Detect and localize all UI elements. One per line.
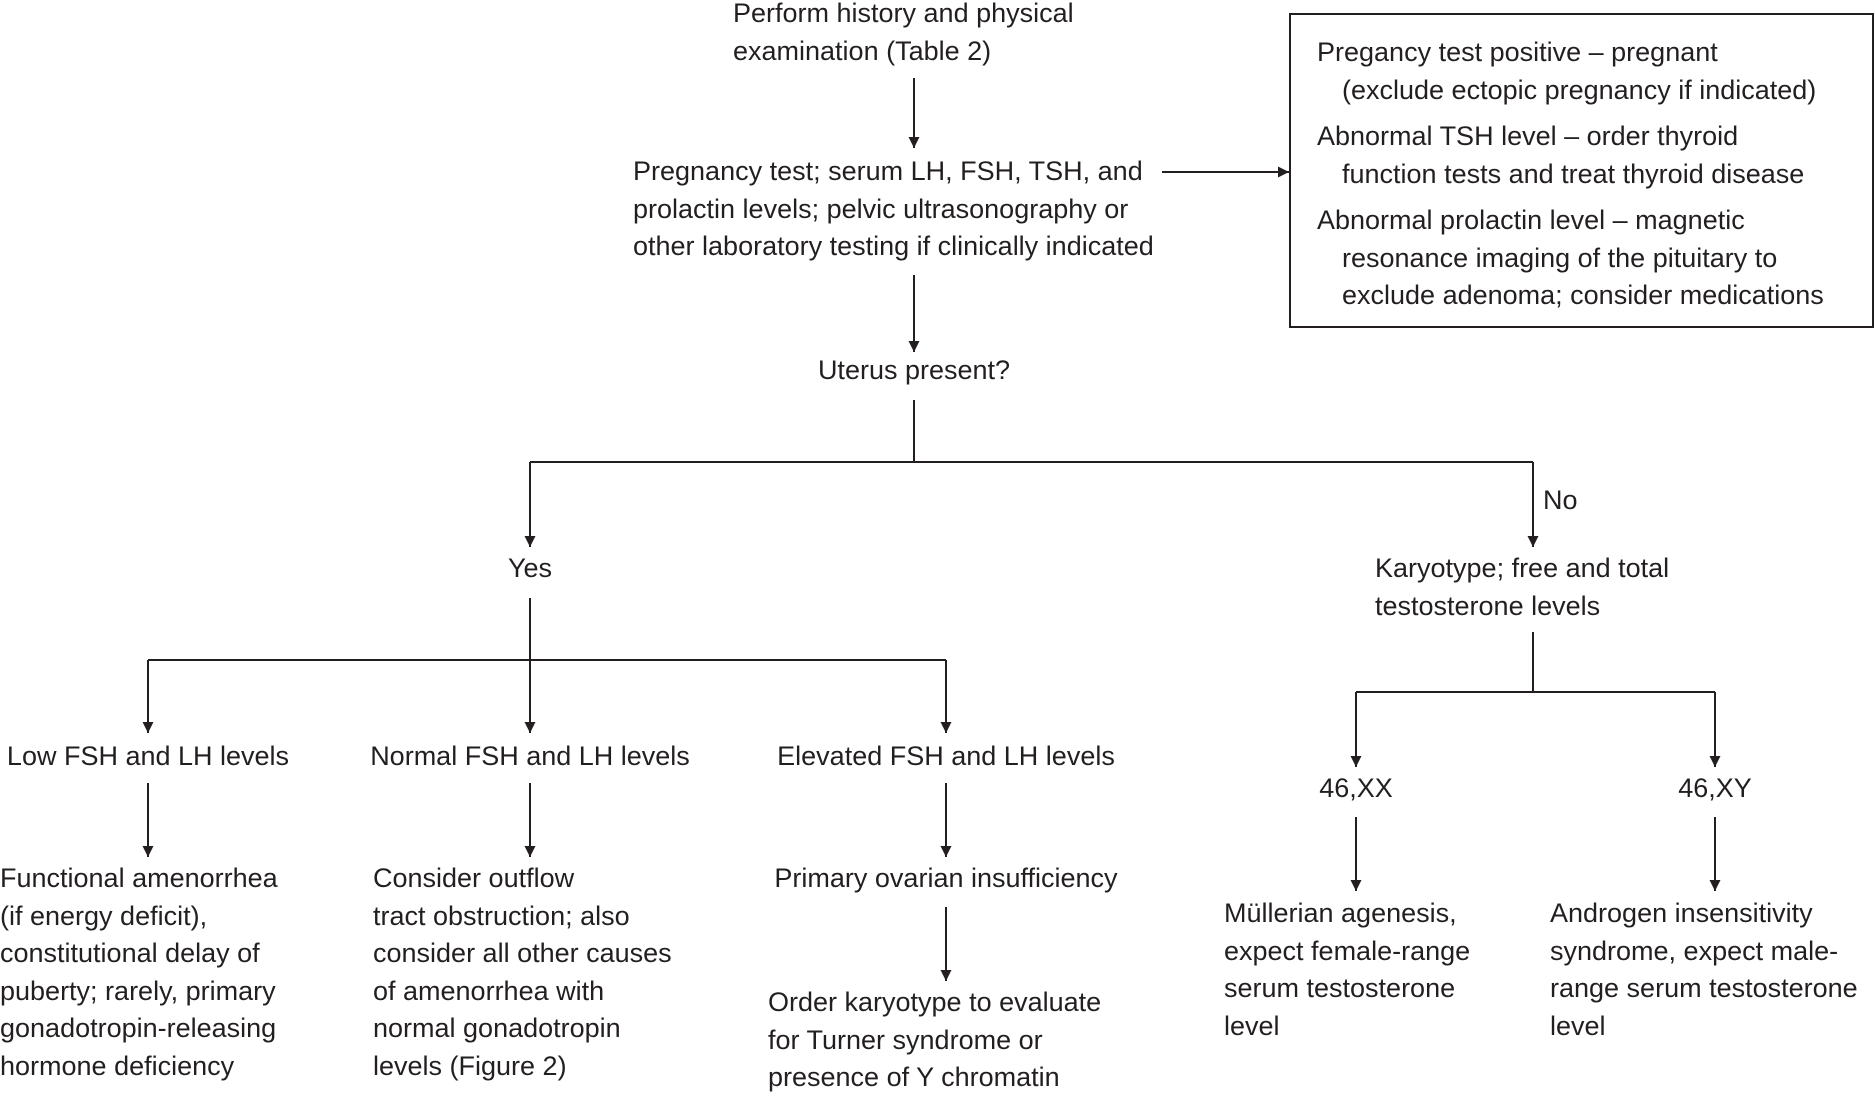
low-levels-node: Low FSH and LH levels	[6, 741, 290, 771]
order-karyotype-node: Order karyotype to evaluate for Turner s…	[768, 984, 1101, 1097]
history-node: Perform history and physical examination…	[733, 0, 1074, 70]
outflow-line: Consider outflow	[373, 863, 575, 893]
box-prolactin: Abnormal prolactin level – magnetic reso…	[1317, 202, 1824, 315]
elevated-levels-node: Elevated FSH and LH levels	[777, 741, 1115, 771]
box-pregnancy: Pregancy test positive – pregnant (exclu…	[1317, 34, 1816, 109]
androgen-line: level	[1550, 1010, 1606, 1041]
outflow-line: consider all other causes	[373, 938, 672, 968]
box-tsh: Abnormal TSH level – order thyroid funct…	[1317, 118, 1804, 193]
outflow-line: normal gonadotropin	[373, 1013, 621, 1043]
box-line: Abnormal prolactin level – magnetic	[1317, 205, 1745, 235]
box-line: Abnormal TSH level – order thyroid	[1317, 121, 1739, 151]
karyotype-tests-node: Karyotype; free and total testosterone l…	[1375, 550, 1669, 625]
tests-line: other laboratory testing if clinically i…	[633, 231, 1154, 261]
xy-node: 46,XY	[1678, 773, 1752, 803]
functional-line: hormone deficiency	[0, 1050, 235, 1081]
box-line: exclude adenoma; consider medications	[1342, 280, 1824, 310]
functional-line: gonadotropin-releasing	[0, 1013, 277, 1043]
functional-node: Functional amenorrhea (if energy deficit…	[0, 860, 278, 1085]
functional-line: (if energy deficit),	[0, 900, 208, 931]
mullerian-line: expect female-range	[1224, 935, 1471, 966]
functional-line: Functional amenorrhea	[0, 863, 278, 893]
karyotype-line: testosterone levels	[1375, 590, 1601, 621]
normal-levels-node: Normal FSH and LH levels	[370, 741, 690, 771]
no-label: No	[1543, 485, 1578, 515]
mullerian-node: Müllerian agenesis, expect female-range …	[1224, 895, 1470, 1045]
mullerian-line: level	[1224, 1010, 1280, 1041]
mullerian-line: serum testosterone	[1224, 973, 1456, 1003]
box-line: resonance imaging of the pituitary to	[1342, 242, 1778, 273]
box-line: function tests and treat thyroid disease	[1342, 158, 1805, 189]
yes-node: Yes	[507, 553, 553, 583]
history-line: Perform history and physical	[733, 0, 1074, 28]
outflow-node: Consider outflow tract obstruction; also…	[373, 860, 672, 1085]
order-line: presence of Y chromatin	[768, 1062, 1060, 1092]
findings-box: Pregancy test positive – pregnant (exclu…	[1289, 13, 1874, 328]
poi-node: Primary ovarian insufficiency	[774, 863, 1118, 893]
tests-line: prolactin levels; pelvic ultrasonography…	[633, 193, 1129, 224]
outflow-line: levels (Figure 2)	[373, 1050, 567, 1081]
outflow-line: tract obstruction; also	[373, 900, 630, 931]
mullerian-line: Müllerian agenesis,	[1224, 898, 1457, 928]
karyotype-line: Karyotype; free and total	[1375, 553, 1670, 583]
androgen-line: range serum testosterone	[1550, 973, 1858, 1003]
order-line: for Turner syndrome or	[768, 1024, 1043, 1055]
androgen-line: Androgen insensitivity	[1550, 898, 1813, 928]
outflow-line: of amenorrhea with	[373, 975, 605, 1006]
androgen-line: syndrome, expect male-	[1550, 935, 1839, 966]
tests-line: Pregnancy test; serum LH, FSH, TSH, and	[633, 156, 1143, 186]
functional-line: constitutional delay of	[0, 938, 260, 968]
box-line: Pregancy test positive – pregnant	[1317, 37, 1718, 67]
tests-node: Pregnancy test; serum LH, FSH, TSH, and …	[633, 153, 1154, 266]
history-line: examination (Table 2)	[733, 35, 992, 66]
box-line: (exclude ectopic pregnancy if indicated)	[1342, 74, 1817, 105]
uterus-question: Uterus present?	[817, 355, 1011, 385]
androgen-node: Androgen insensitivity syndrome, expect …	[1550, 895, 1858, 1045]
xx-node: 46,XX	[1319, 773, 1393, 803]
order-line: Order karyotype to evaluate	[768, 987, 1102, 1017]
functional-line: puberty; rarely, primary	[0, 975, 276, 1006]
